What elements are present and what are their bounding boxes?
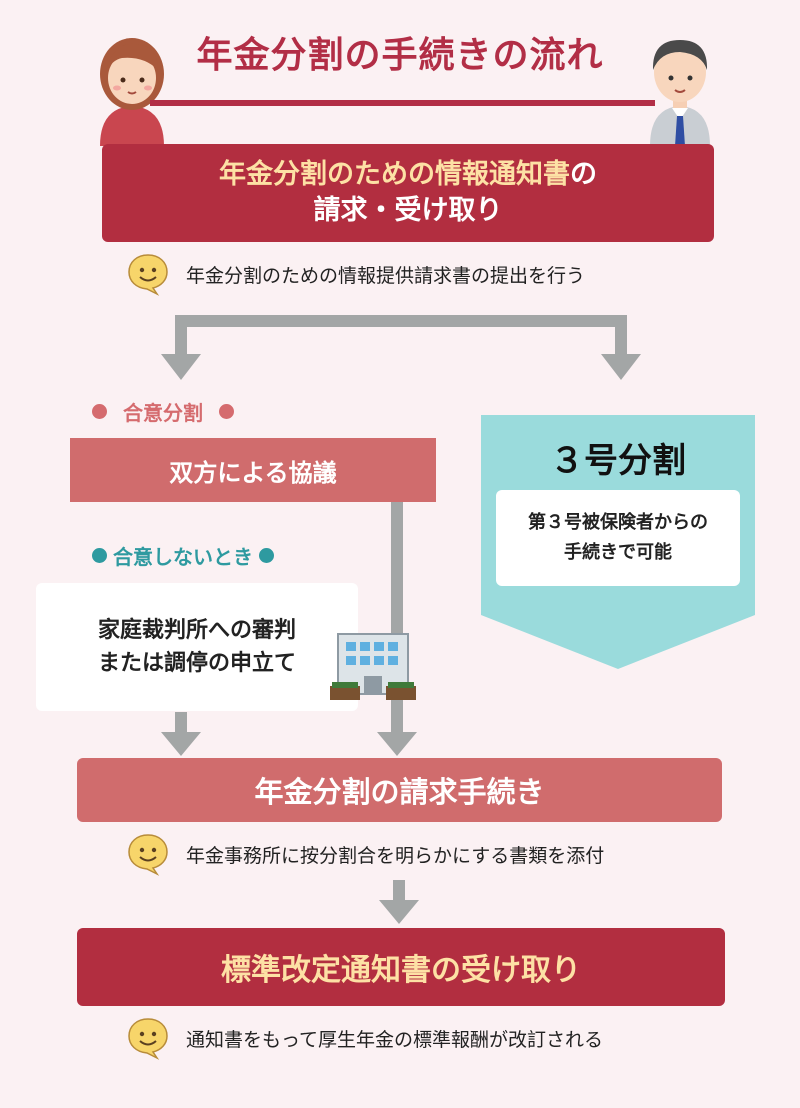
step-info-notice-request: 年金分割のための情報通知書の 請求・受け取り — [102, 144, 714, 242]
connector-right — [615, 315, 627, 357]
courthouse-icon — [330, 633, 416, 700]
arrow-down-icon — [161, 354, 201, 380]
no-agreement-label: 合意しないとき — [92, 540, 274, 570]
mutual-discussion-box: 双方による協議 — [70, 438, 436, 502]
step3-text: 標準改定通知書の受け取り — [221, 953, 581, 988]
step1-suffix: の — [570, 159, 597, 190]
agree-split-label: 合意分割 — [92, 396, 234, 426]
smiley-icon — [128, 254, 168, 296]
connector-horizontal — [175, 315, 627, 327]
court-line1: 家庭裁判所への審判 — [97, 618, 296, 643]
no3-split-detail: 第３号被保険者からの 手続きで可能 — [496, 490, 740, 586]
connector-left — [175, 315, 187, 357]
step1-line2: 請求・受け取り — [313, 195, 503, 226]
no3-line2: 手続きで可能 — [564, 542, 672, 563]
note-2: 年金事務所に按分割合を明らかにする書類を添付 — [126, 832, 604, 876]
step-standard-revision-notice: 標準改定通知書の受け取り — [77, 928, 725, 1006]
no-agreement-text: 合意しないとき — [113, 544, 253, 569]
note-1-text: 年金分割のための情報提供請求書の提出を行う — [186, 264, 586, 287]
no3-split-title: ３号分割 — [550, 441, 686, 481]
no3-line1: 第３号被保険者からの — [528, 512, 708, 533]
arrow-down-icon — [601, 354, 641, 380]
smiley-icon — [128, 834, 168, 876]
bullet-dot — [219, 403, 234, 419]
note-3: 通知書をもって厚生年金の標準報酬が改訂される — [126, 1016, 603, 1060]
court-line2: または調停の申立て — [97, 651, 296, 676]
page-title: 年金分割の手続きの流れ — [196, 35, 604, 76]
connector-step2-3 — [393, 880, 405, 904]
agree-split-text: 合意分割 — [123, 400, 203, 425]
bullet-dot — [92, 403, 107, 419]
note-1: 年金分割のための情報提供請求書の提出を行う — [126, 252, 585, 296]
bullet-dot — [92, 547, 107, 563]
smiley-icon — [128, 1018, 168, 1060]
man-icon — [650, 40, 710, 146]
note-3-text: 通知書をもって厚生年金の標準報酬が改訂される — [186, 1028, 604, 1051]
note-2-text: 年金事務所に按分割合を明らかにする書類を添付 — [186, 844, 605, 867]
court-petition-box: 家庭裁判所への審判 または調停の申立て — [36, 583, 358, 711]
bullet-dot — [259, 547, 274, 563]
connector-left-lower — [175, 712, 187, 736]
woman-icon — [100, 38, 164, 146]
step-pension-split-request: 年金分割の請求手続き — [77, 758, 722, 822]
arrow-down-icon — [377, 732, 417, 756]
arrow-down-icon — [161, 732, 201, 756]
arrow-down-icon — [379, 900, 419, 924]
title-underline — [150, 100, 655, 106]
step1-highlight: 年金分割のための情報通知書 — [219, 159, 570, 190]
